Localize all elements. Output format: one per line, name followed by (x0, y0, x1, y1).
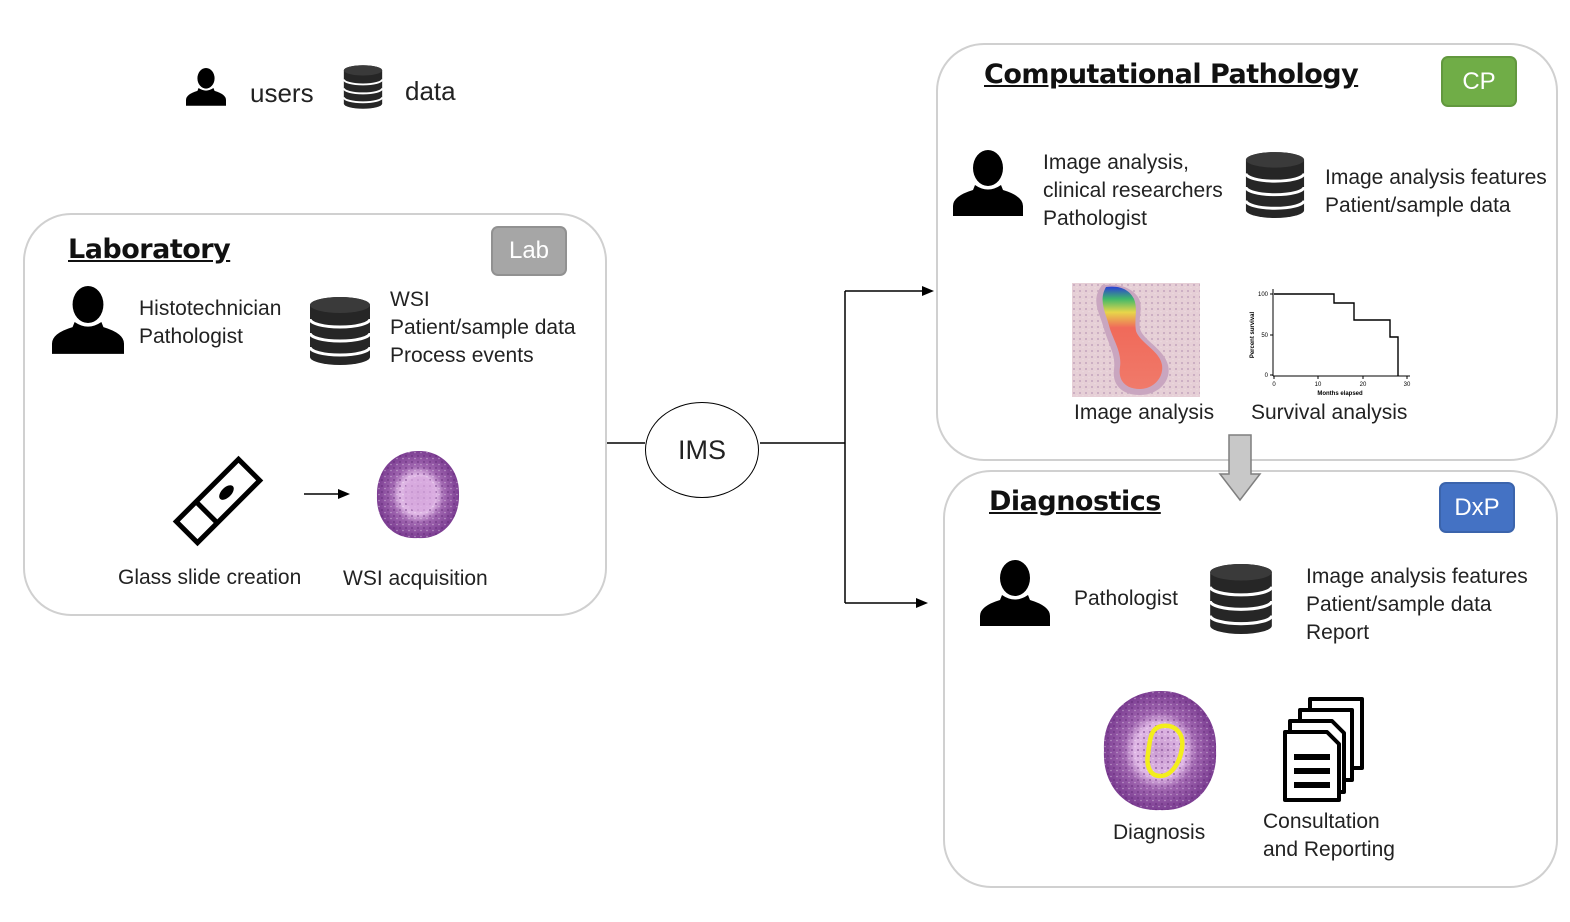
image-analysis-heatmap-icon (1072, 283, 1200, 397)
diagnosis-caption: Diagnosis (1113, 821, 1206, 844)
survival-xlabel: Months elapsed (1317, 391, 1363, 397)
consultation-caption-line-2: and Reporting (1263, 838, 1395, 861)
legend-database-icon (342, 64, 384, 110)
diagnosis-tissue-icon (1103, 690, 1217, 811)
ims-label: IMS (677, 434, 726, 465)
laboratory-panel (23, 213, 607, 616)
cp-badge: CP (1441, 56, 1517, 107)
lab-database-icon (308, 294, 372, 368)
consultation-documents-icon (1283, 697, 1364, 802)
survival-ylabel: Percent survival (1250, 311, 1256, 358)
laboratory-title: Laboratory (68, 234, 231, 265)
dxp-badge: DxP (1439, 482, 1515, 533)
dxp-database-icon (1208, 562, 1274, 636)
dxp-data-line-2: Patient/sample data (1306, 593, 1492, 616)
dxp-data-line-3: Report (1306, 621, 1370, 644)
survival-analysis-caption: Survival analysis (1251, 401, 1408, 424)
image-analysis-caption: Image analysis (1074, 401, 1215, 424)
cp-data-line-1: Image analysis features (1325, 166, 1547, 189)
lab-data-line-1: WSI (390, 288, 430, 311)
cp-to-dxp-down-arrow-icon (1218, 434, 1262, 502)
survival-ytick-0: 0 (1265, 373, 1269, 379)
arrow-to-cp-icon (922, 286, 934, 296)
survival-ytick-50: 50 (1261, 333, 1268, 339)
computational-pathology-panel (936, 43, 1558, 461)
cp-user-line-3: Pathologist (1043, 207, 1147, 230)
lab-data-line-3: Process events (390, 344, 534, 367)
cp-database-icon (1244, 148, 1306, 222)
legend-users-label: users (250, 78, 314, 108)
legend-user-icon (186, 68, 226, 108)
dxp-user-line-1: Pathologist (1074, 587, 1178, 610)
survival-analysis-plot: 100 50 0 0 10 20 30 Months elapsed Perce… (1250, 289, 1411, 397)
legend-data-label: data (405, 76, 456, 106)
consultation-caption-line-1: Consultation (1263, 810, 1380, 833)
lab-data-line-2: Patient/sample data (390, 316, 576, 339)
lab-user-line-1: Histotechnician (139, 297, 282, 320)
survival-xtick-10: 10 (1315, 382, 1322, 388)
cp-user-line-1: Image analysis, (1043, 151, 1189, 174)
diagnostics-panel (943, 470, 1558, 888)
wsi-tissue-icon (376, 450, 460, 539)
diagnostics-title: Diagnostics (989, 486, 1161, 517)
computational-pathology-title: Computational Pathology (984, 59, 1359, 90)
dxp-user-icon (979, 560, 1051, 630)
lab-user-icon (52, 286, 124, 358)
cp-user-line-2: clinical researchers (1043, 179, 1223, 202)
glass-slide-caption: Glass slide creation (118, 566, 302, 589)
survival-xtick-0: 0 (1272, 382, 1276, 388)
survival-ytick-100: 100 (1258, 292, 1269, 298)
arrow-to-dxp-icon (916, 598, 928, 608)
wsi-acquisition-caption: WSI acquisition (343, 567, 488, 590)
survival-xtick-20: 20 (1360, 382, 1367, 388)
glass-slide-icon (172, 455, 264, 547)
dxp-data-line-1: Image analysis features (1306, 565, 1528, 588)
lab-step-arrow-icon (304, 489, 350, 499)
ims-node: IMS (645, 402, 759, 498)
lab-user-line-2: Pathologist (139, 325, 243, 348)
survival-xtick-30: 30 (1404, 382, 1411, 388)
lab-badge: Lab (491, 226, 567, 276)
cp-data-line-2: Patient/sample data (1325, 194, 1511, 217)
cp-user-icon (952, 150, 1024, 220)
